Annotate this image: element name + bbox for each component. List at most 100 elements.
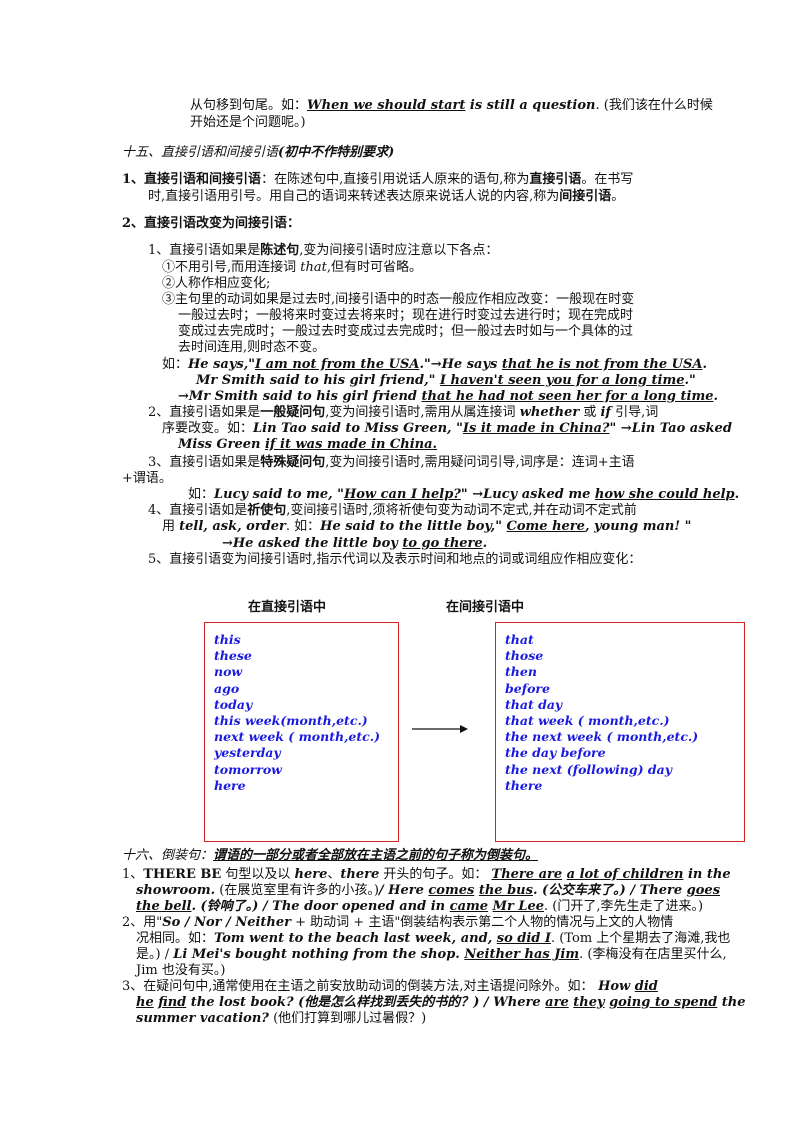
term: 直接引语	[529, 172, 582, 187]
text: . (李梅没有在店里买什么,	[579, 947, 727, 962]
text: 2、直接引语改变为间接引语：	[122, 216, 301, 231]
text: 去时间连用,则时态不变。	[178, 340, 326, 355]
rule-3: 3、直接引语如果是特殊疑问句,变为间接引语时,需用疑问词引导,词序是：连词+主语	[148, 455, 635, 471]
direct-word: ago	[214, 680, 240, 696]
text: 一般过去时；一般将来时变过去将来时；现在进行时变过去进行时；现在完成时	[178, 308, 634, 323]
example: comes	[428, 883, 475, 898]
rule-1-iii-4: 去时间连用,则时态不变。	[178, 340, 325, 356]
text: 1、直接引语如果是	[148, 243, 261, 258]
text: 开始还是个问题呢。)	[190, 115, 306, 130]
example: in the	[683, 867, 731, 882]
example: how she could help	[594, 487, 735, 502]
example-3: →Mr Smith said to his girl friend that h…	[178, 389, 718, 405]
example: the bus	[478, 883, 533, 898]
rule-2: 2、直接引语如果是一般疑问句,变为间接引语时,需用从属连接词 whether 或…	[148, 405, 658, 421]
example-2: Mr Smith said to his girl friend," I hav…	[196, 373, 696, 389]
direct-word: this week(month,etc.)	[214, 713, 368, 728]
example: .	[734, 487, 740, 502]
text: 2、直接引语如果是	[148, 405, 261, 420]
text: 开头的句子。如：	[379, 867, 492, 882]
s16-p2-line4: Jim 也没有买。)	[136, 963, 225, 979]
example: so did I	[496, 931, 551, 946]
text: 如：	[188, 487, 215, 502]
word: that	[300, 260, 327, 275]
section-16-title: 十六、倒装句：谓语的一部分或者全部放在主语之前的句子称为倒装句。	[122, 848, 538, 864]
num: 1、	[122, 172, 145, 187]
indirect-word: there	[505, 777, 543, 793]
example: There are	[491, 867, 563, 882]
text: . (Tom 上个星期去了海滩,我也	[551, 931, 731, 946]
text: ,变间接引语时,须将祈使句变为动词不定式,并在动词不定式前	[286, 503, 637, 518]
section-title: 十五、直接引语和间接引语	[122, 145, 279, 160]
term: 间接引语	[559, 189, 612, 204]
rule-3-example: 如：Lucy said to me, "How can I help?" →Lu…	[188, 487, 739, 503]
s16-p2-line2: 况相同。如：Tom went to the beach last week, a…	[136, 931, 730, 947]
rule-1: 1、直接引语如果是陈述句,变为间接引语时应注意以下各点：	[148, 243, 498, 259]
example: " →Lucy asked me	[460, 487, 595, 502]
example: . (铃响了。) / The door opened and in	[191, 899, 450, 914]
example: , young man! "	[584, 519, 692, 534]
text: ,但有时可省略。	[326, 260, 422, 275]
direct-word: these	[214, 648, 252, 664]
example: He says,"	[188, 357, 256, 372]
s16-p2-line1: 2、用"So / Nor / Neither + 助动词 + 主语"倒装结构表示…	[122, 915, 673, 931]
rule-1-ii: ②人称作相应变化;	[162, 276, 270, 292]
example: they	[573, 995, 605, 1010]
example: going to spend	[609, 995, 718, 1010]
word: whether	[519, 405, 580, 420]
text: ,变为间接引语时应注意以下各点：	[299, 243, 499, 258]
direct-word: yesterday	[214, 745, 281, 761]
rule-4: 4、直接引语如是祈使句,变间接引语时,须将祈使句变为动词不定式,并在动词不定式前	[148, 503, 637, 519]
example: .	[713, 389, 719, 404]
section-title: 十六、倒装句：	[122, 848, 214, 863]
s15-p2: 2、直接引语改变为间接引语：	[122, 216, 300, 232]
text: . (门开了,李先生走了进来。)	[544, 899, 704, 914]
example: I haven't seen you for a long time	[439, 373, 685, 388]
direct-word: tomorrow	[214, 761, 282, 777]
text: 用	[162, 519, 180, 534]
example: the	[717, 995, 746, 1010]
term: So / Nor / Neither	[162, 915, 291, 930]
term: 一般疑问句	[260, 405, 326, 420]
rule-4-line2: 用 tell, ask, order. 如：He said to the lit…	[162, 519, 691, 535]
s16-p3-line2: he find the lost book? (他是怎么样找到丢失的书的？) /…	[136, 995, 746, 1011]
example: Is it made in China?	[462, 421, 610, 436]
example: Mr Smith said to his girl friend,"	[196, 373, 440, 388]
example: ."→He says	[419, 357, 502, 372]
example: Lin Tao said to Miss Green, "	[253, 421, 463, 436]
text: 况相同。如：	[136, 931, 215, 946]
example: (他是怎么样找到丢失的书的？) / Where	[293, 995, 546, 1010]
rule-1-iii-2: 一般过去时；一般将来时变过去将来时；现在进行时变过去进行时；现在完成时	[178, 308, 633, 324]
text: ③主句里的动词如果是过去时,间接引语中的时态一般应作相应改变：一般现在时变	[162, 292, 635, 307]
indirect-words-box	[495, 622, 745, 842]
example: showroom.	[136, 883, 216, 898]
word: here	[294, 867, 328, 882]
section-15-title: 十五、直接引语和间接引语(初中不作特别要求)	[122, 145, 394, 161]
text: (他们打算到哪儿过暑假？)	[268, 1011, 427, 1026]
indirect-word: before	[505, 680, 550, 696]
s16-p3-line1: 3、在疑问句中,通常使用在主语之前安放助动词的倒装方法,对主语提问除外。如： H…	[122, 979, 658, 995]
text: 2、用"	[122, 915, 163, 930]
text: +谓语。	[122, 471, 172, 486]
text: 4、直接引语如是	[148, 503, 248, 518]
indirect-word: that week ( month,etc.)	[505, 713, 670, 728]
example: Neither has Jim	[464, 947, 580, 962]
example: that he had not seen her for a long time	[421, 389, 714, 404]
direct-words-box	[204, 622, 399, 842]
indirect-word: the day before	[505, 745, 606, 761]
text: 。	[611, 189, 625, 204]
example: Mr Lee	[492, 899, 545, 914]
s16-p1-line3: the bell. (铃响了。) / The door opened and i…	[136, 899, 703, 915]
rule-4-line3: →He asked the little boy to go there.	[222, 536, 487, 552]
arrow-right-icon	[412, 725, 468, 733]
example: a lot of children	[566, 867, 684, 882]
direct-word: today	[214, 696, 253, 712]
example: the lost book?	[186, 995, 294, 1010]
text: 5、直接引语变为间接引语时,指示代词以及表示时间和地点的词或词组应作相应变化：	[148, 552, 642, 567]
text: 从句移到句尾。如：	[190, 98, 308, 113]
s15-p1-line2: 时,直接引语用引号。用自己的语词来转述表达原来说话人说的内容,称为间接引语。	[148, 189, 624, 205]
example: he	[136, 995, 154, 1010]
term: 直接引语和间接引语	[144, 172, 262, 187]
rule-1-iii-3: 变成过去完成时；一般过去时变成过去完成时；但一般过去时如与一个具体的过	[178, 324, 633, 340]
text: + 助动词 + 主语"倒装结构表示第二个人物的情况与上文的人物情	[291, 915, 674, 930]
